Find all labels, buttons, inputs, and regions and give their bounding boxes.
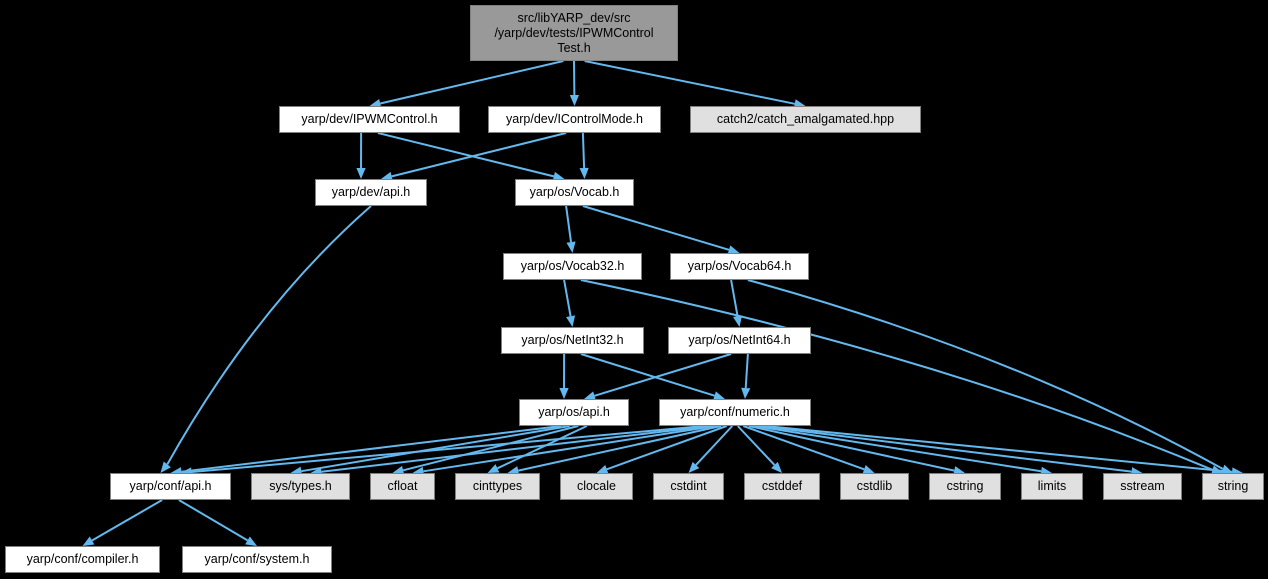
graph-edge-vocab-to-vocab32 (565, 205, 573, 243)
graph-edge-arrowhead-root-to-icontrol (569, 94, 579, 106)
graph-node-ipwm[interactable]: yarp/dev/IPWMControl.h (279, 106, 460, 133)
graph-edge-numeric-to-string (765, 425, 1233, 473)
graph-edge-arrowhead-icontrol-to-devapi (381, 171, 393, 181)
graph-node-devapi[interactable]: yarp/dev/api.h (315, 179, 427, 206)
graph-edge-confapi-to-compiler (91, 499, 163, 542)
graph-node-catch2[interactable]: catch2/catch_amalgamated.hpp (690, 106, 921, 133)
graph-edge-netint32-to-numeric (580, 353, 715, 397)
graph-edge-arrowhead-numeric-to-cinttypes (507, 466, 520, 476)
graph-edge-arrowhead-netint32-to-numeric (713, 391, 725, 401)
graph-edge-arrowhead-numeric-to-cstddef (771, 461, 782, 473)
graph-edge-arrowhead-netint64-to-osapi (584, 391, 596, 401)
graph-edge-numeric-to-clocale (606, 425, 728, 471)
graph-edge-arrowhead-devapi-to-confapi (160, 461, 171, 473)
graph-edge-vocab-to-vocab64 (582, 205, 730, 251)
graph-node-compiler[interactable]: yarp/conf/compiler.h (5, 546, 160, 573)
graph-node-cstdint[interactable]: cstdint (653, 473, 724, 500)
graph-node-vocab[interactable]: yarp/os/Vocab.h (515, 179, 634, 206)
graph-node-confapi[interactable]: yarp/conf/api.h (110, 473, 231, 500)
graph-node-clocale[interactable]: clocale (560, 473, 633, 500)
graph-edge-numeric-to-cinttypes (518, 425, 722, 472)
graph-edge-osapi-to-cinttypes (497, 425, 588, 470)
graph-node-vocab64[interactable]: yarp/os/Vocab64.h (670, 253, 809, 280)
graph-node-string[interactable]: string (1202, 473, 1264, 500)
graph-edge-arrowhead-numeric-to-clocale (596, 464, 609, 474)
graph-node-system[interactable]: yarp/conf/system.h (182, 546, 332, 573)
graph-edge-confapi-to-system (178, 499, 249, 542)
graph-edge-arrowhead-vocab-to-vocab64 (727, 245, 740, 255)
graph-node-cstdlib[interactable]: cstdlib (840, 473, 909, 500)
graph-edge-numeric-to-cfloat (423, 425, 716, 473)
graph-edge-osapi-to-confapi (181, 425, 562, 473)
graph-edge-arrowhead-vocab32-to-netint32 (566, 315, 576, 327)
graph-node-cstddef[interactable]: cstddef (744, 473, 820, 500)
graph-node-vocab32[interactable]: yarp/os/Vocab32.h (503, 253, 642, 280)
graph-edge-vocab32-to-string (580, 279, 1213, 471)
graph-node-netint32[interactable]: yarp/os/NetInt32.h (501, 327, 644, 354)
graph-edge-ipwm-to-vocab (377, 132, 555, 178)
graph-edge-netint64-to-numeric (744, 353, 749, 389)
graph-node-icontrol[interactable]: yarp/dev/IControlMode.h (488, 106, 661, 133)
graph-edge-numeric-to-systypes (321, 425, 711, 473)
graph-edge-osapi-to-cfloat (402, 425, 579, 472)
graph-edge-netint64-to-osapi (594, 353, 732, 397)
graph-node-root[interactable]: src/libYARP_dev/src /yarp/dev/tests/IPWM… (470, 5, 678, 61)
graph-edge-vocab64-to-netint64 (730, 279, 739, 317)
graph-edge-devapi-to-confapi (166, 205, 372, 465)
graph-edge-numeric-to-sstream (759, 425, 1132, 473)
graph-edge-numeric-to-cstddef (737, 425, 776, 466)
graph-edge-arrowhead-numeric-to-cstring (953, 466, 965, 476)
graph-edge-arrowhead-numeric-to-cstdlib (862, 464, 875, 474)
graph-edge-icontrol-to-vocab (581, 132, 586, 169)
graph-edge-numeric-to-limits (754, 425, 1042, 473)
graph-edge-arrowhead-ipwm-to-devapi (356, 167, 366, 179)
graph-edge-arrowhead-netint32-to-osapi (559, 387, 569, 399)
graph-edge-vocab32-to-netint32 (563, 279, 572, 317)
graph-edge-root-to-ipwm (379, 60, 564, 105)
graph-edge-arrowhead-ipwm-to-vocab (552, 171, 565, 181)
graph-node-systypes[interactable]: sys/types.h (251, 473, 350, 500)
graph-edge-icontrol-to-devapi (391, 132, 567, 178)
graph-node-sstream[interactable]: sstream (1103, 473, 1182, 500)
graph-node-cinttypes[interactable]: cinttypes (455, 473, 540, 500)
graph-edge-numeric-to-cstring (748, 425, 955, 472)
graph-edge-vocab64-to-string (747, 279, 1224, 470)
graph-edge-arrowhead-numeric-to-cstdint (688, 461, 700, 473)
graph-node-numeric[interactable]: yarp/conf/numeric.h (659, 399, 811, 426)
graph-edge-arrowhead-osapi-to-cinttypes (487, 464, 500, 473)
graph-node-osapi[interactable]: yarp/os/api.h (519, 399, 629, 426)
graph-node-cstring[interactable]: cstring (929, 473, 1001, 500)
graph-edge-arrowhead-root-to-ipwm (369, 99, 382, 108)
graph-edge-arrowhead-vocab64-to-netint64 (733, 315, 743, 327)
graph-node-cfloat[interactable]: cfloat (370, 473, 435, 500)
graph-node-limits[interactable]: limits (1021, 473, 1083, 500)
graph-edge-arrowhead-confapi-to-system (245, 536, 257, 546)
graph-edge-root-to-catch2 (584, 60, 795, 105)
graph-node-netint64[interactable]: yarp/os/NetInt64.h (668, 327, 811, 354)
graph-edge-numeric-to-cstdlib (742, 425, 865, 471)
graph-edge-osapi-to-systypes (301, 425, 570, 473)
graph-edge-arrowhead-confapi-to-compiler (82, 536, 95, 546)
graph-edge-arrowhead-osapi-to-cfloat (392, 465, 405, 475)
graph-edge-arrowhead-vocab-to-vocab32 (566, 241, 576, 253)
graph-edge-arrowhead-icontrol-to-vocab (579, 167, 589, 179)
graph-edge-arrowhead-netint64-to-numeric (741, 387, 751, 399)
graph-edge-numeric-to-cstdint (695, 425, 733, 466)
graph-edge-numeric-to-confapi (191, 425, 705, 474)
